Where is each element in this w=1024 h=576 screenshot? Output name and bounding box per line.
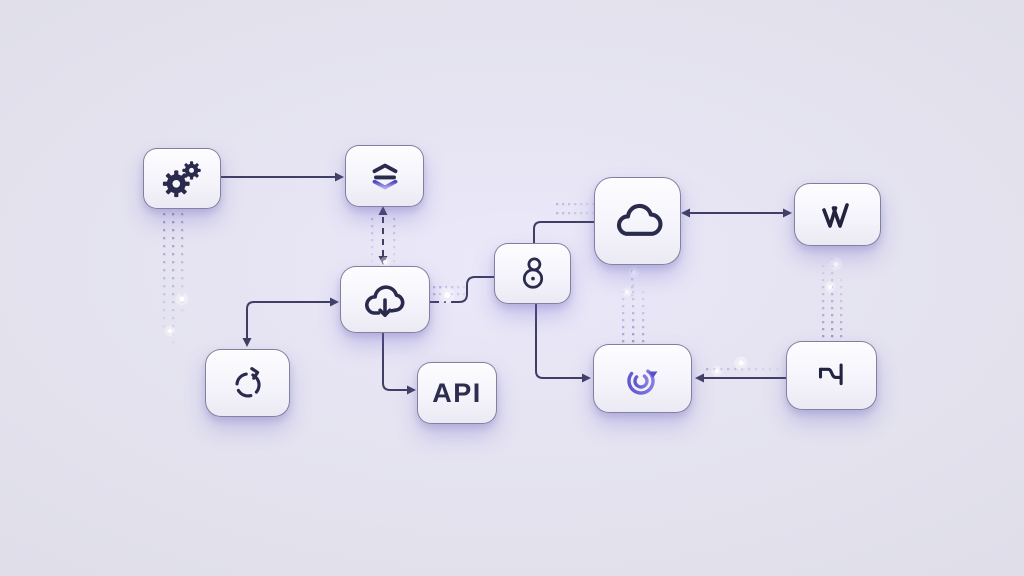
- wavy-flag-icon: [818, 362, 843, 385]
- connector-clouddownload-lock-elbow: [458, 276, 494, 303]
- api-label: API: [432, 377, 482, 408]
- w-letter-icon: [821, 202, 849, 228]
- node-api-card: API: [417, 362, 497, 424]
- node-cloud-card: [594, 177, 681, 265]
- layers-stack-icon: [372, 163, 397, 190]
- cloud-icon: [616, 203, 662, 236]
- node-flag-card: [786, 341, 877, 410]
- node-layers-card: [345, 145, 424, 207]
- node-w-logo-card: [794, 183, 881, 246]
- connector-clouddownload-sync: [246, 301, 330, 338]
- node-sync-card: [205, 349, 290, 417]
- loop-lock-icon: [522, 257, 543, 289]
- node-lock-card: [494, 243, 571, 304]
- gears-icon: [162, 160, 201, 197]
- node-settings-card: [143, 148, 221, 209]
- sync-refresh-icon: [234, 367, 261, 398]
- cloud-download-icon: [365, 284, 405, 317]
- connector-lock-cloud: [533, 221, 594, 243]
- node-target-card: [593, 344, 692, 413]
- connector-clouddownload-api: [382, 331, 407, 391]
- target-redo-arrow-icon: [626, 362, 657, 395]
- arrowheads: [242, 172, 792, 395]
- connector-lock-target: [535, 302, 582, 379]
- node-cloud-download-card: [340, 266, 430, 333]
